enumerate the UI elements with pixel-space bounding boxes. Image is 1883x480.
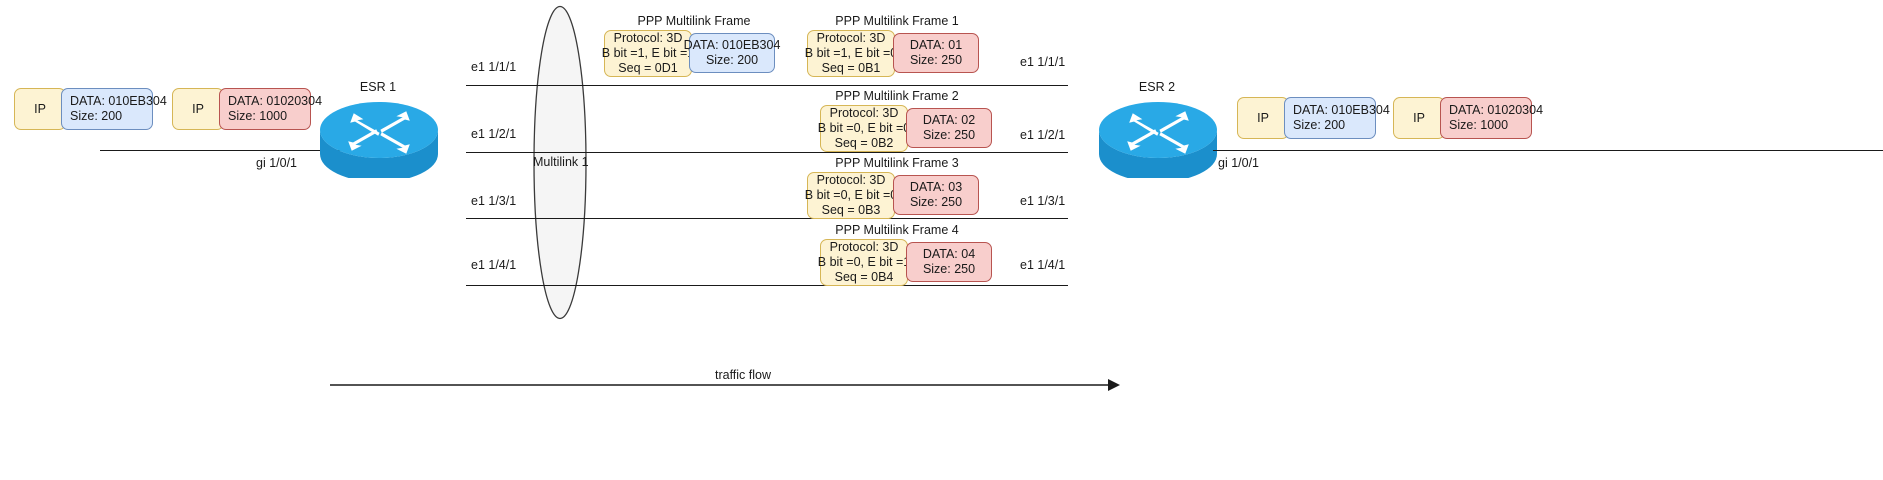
link-2-left-interface: e1 1/2/1 <box>471 127 517 141</box>
left-packet-1-size: Size: 200 <box>70 109 123 123</box>
multilink-bundle-label: Multilink 1 <box>533 155 589 169</box>
frame-0-payload: DATA: 010EB304 Size: 200 <box>684 33 780 73</box>
frame-0-protocol: Protocol: 3D <box>613 31 683 45</box>
frame-1-bits: B bit =1, E bit =0 <box>804 46 898 60</box>
frame-4-seq: Seq = 0B4 <box>834 270 894 284</box>
frame-3-protocol: Protocol: 3D <box>816 173 886 187</box>
left-packet-1-ip-label: IP <box>34 101 46 116</box>
right-packet-1-ip-label: IP <box>1257 110 1269 125</box>
frame-0-data: DATA: 010EB304 <box>683 38 781 52</box>
link-line-4 <box>466 285 1068 286</box>
frame-2-bits: B bit =0, E bit =0 <box>817 121 911 135</box>
left-router-icon[interactable] <box>318 100 440 178</box>
right-packet-2-payload: DATA: 01020304 Size: 1000 <box>1440 97 1543 139</box>
right-packet-2-ip-header: IP <box>1393 97 1445 139</box>
left-router-name: ESR 1 <box>359 80 397 94</box>
right-packet-2-data: DATA: 01020304 <box>1449 103 1544 117</box>
link-1-right-interface: e1 1/1/1 <box>1020 55 1066 69</box>
frame-0-seq: Seq = 0D1 <box>618 61 678 75</box>
right-packet-1-ip-header: IP <box>1237 97 1289 139</box>
frame-4-title: PPP Multilink Frame 4 <box>835 223 959 237</box>
frame-3-header: Protocol: 3D B bit =0, E bit =0 Seq = 0B… <box>804 172 898 219</box>
right-packet-1-size: Size: 200 <box>1293 118 1346 132</box>
right-packet-2-size: Size: 1000 <box>1449 118 1509 132</box>
frame-1-header: Protocol: 3D B bit =1, E bit =0 Seq = 0B… <box>804 30 898 77</box>
left-packet-2-ip-label: IP <box>192 101 204 116</box>
traffic-flow-label: traffic flow <box>714 368 772 382</box>
frame-4-bits: B bit =0, E bit =1 <box>817 255 911 269</box>
multilink-bundle-ellipse <box>533 5 587 320</box>
right-packet-2-ip-label: IP <box>1413 110 1425 125</box>
frame-3-seq: Seq = 0B3 <box>821 203 881 217</box>
frame-2-title: PPP Multilink Frame 2 <box>835 89 959 103</box>
frame-4-payload: DATA: 04 Size: 250 <box>906 242 992 282</box>
frame-4-header: Protocol: 3D B bit =0, E bit =1 Seq = 0B… <box>817 239 911 286</box>
frame-1-payload: DATA: 01 Size: 250 <box>893 33 979 73</box>
frame-3-payload: DATA: 03 Size: 250 <box>893 175 979 215</box>
link-4-left-interface: e1 1/4/1 <box>471 258 517 272</box>
left-packet-2-data: DATA: 01020304 <box>228 94 323 108</box>
traffic-flow-arrow <box>330 379 1120 391</box>
frame-2-size: Size: 250 <box>922 128 976 142</box>
right-router-interface-label: gi 1/0/1 <box>1218 156 1260 170</box>
frame-0-size: Size: 200 <box>705 53 759 67</box>
link-line-3 <box>466 218 1068 219</box>
frame-1-size: Size: 250 <box>909 53 963 67</box>
left-packet-2-ip-header: IP <box>172 88 224 130</box>
frame-3-size: Size: 250 <box>909 195 963 209</box>
frame-3-data: DATA: 03 <box>909 180 963 194</box>
link-2-right-interface: e1 1/2/1 <box>1020 128 1066 142</box>
left-packet-1-data: DATA: 010EB304 <box>70 94 167 108</box>
left-packet-1-ip-header: IP <box>14 88 66 130</box>
link-3-right-interface: e1 1/3/1 <box>1020 194 1066 208</box>
link-4-right-interface: e1 1/4/1 <box>1020 258 1066 272</box>
frame-2-data: DATA: 02 <box>922 113 976 127</box>
link-line-1 <box>466 85 1068 86</box>
right-packet-1-data: DATA: 010EB304 <box>1293 103 1390 117</box>
right-packet-1-payload: DATA: 010EB304 Size: 200 <box>1284 97 1390 139</box>
left-router-interface-label: gi 1/0/1 <box>256 156 298 170</box>
link-1-left-interface: e1 1/1/1 <box>471 60 517 74</box>
link-3-left-interface: e1 1/3/1 <box>471 194 517 208</box>
frame-2-header: Protocol: 3D B bit =0, E bit =0 Seq = 0B… <box>817 105 911 152</box>
frame-2-seq: Seq = 0B2 <box>834 136 894 150</box>
frame-4-size: Size: 250 <box>922 262 976 276</box>
frame-3-title: PPP Multilink Frame 3 <box>835 156 959 170</box>
frame-3-bits: B bit =0, E bit =0 <box>804 188 898 202</box>
left-packet-2-payload: DATA: 01020304 Size: 1000 <box>219 88 322 130</box>
frame-0-bits: B bit =1, E bit =1 <box>601 46 695 60</box>
left-lan-line <box>100 150 400 151</box>
frame-0-title: PPP Multilink Frame <box>637 14 751 28</box>
right-lan-line <box>1213 150 1883 151</box>
frame-2-payload: DATA: 02 Size: 250 <box>906 108 992 148</box>
right-router-name: ESR 2 <box>1138 80 1176 94</box>
frame-4-protocol: Protocol: 3D <box>829 240 899 254</box>
frame-1-data: DATA: 01 <box>909 38 963 52</box>
frame-1-title: PPP Multilink Frame 1 <box>835 14 959 28</box>
frame-0-header: Protocol: 3D B bit =1, E bit =1 Seq = 0D… <box>601 30 695 77</box>
frame-2-protocol: Protocol: 3D <box>829 106 899 120</box>
left-packet-2-size: Size: 1000 <box>228 109 288 123</box>
frame-1-protocol: Protocol: 3D <box>816 31 886 45</box>
right-router-icon[interactable] <box>1097 100 1219 178</box>
frame-4-data: DATA: 04 <box>922 247 976 261</box>
link-line-2 <box>466 152 1068 153</box>
frame-1-seq: Seq = 0B1 <box>821 61 881 75</box>
left-packet-1-payload: DATA: 010EB304 Size: 200 <box>61 88 167 130</box>
